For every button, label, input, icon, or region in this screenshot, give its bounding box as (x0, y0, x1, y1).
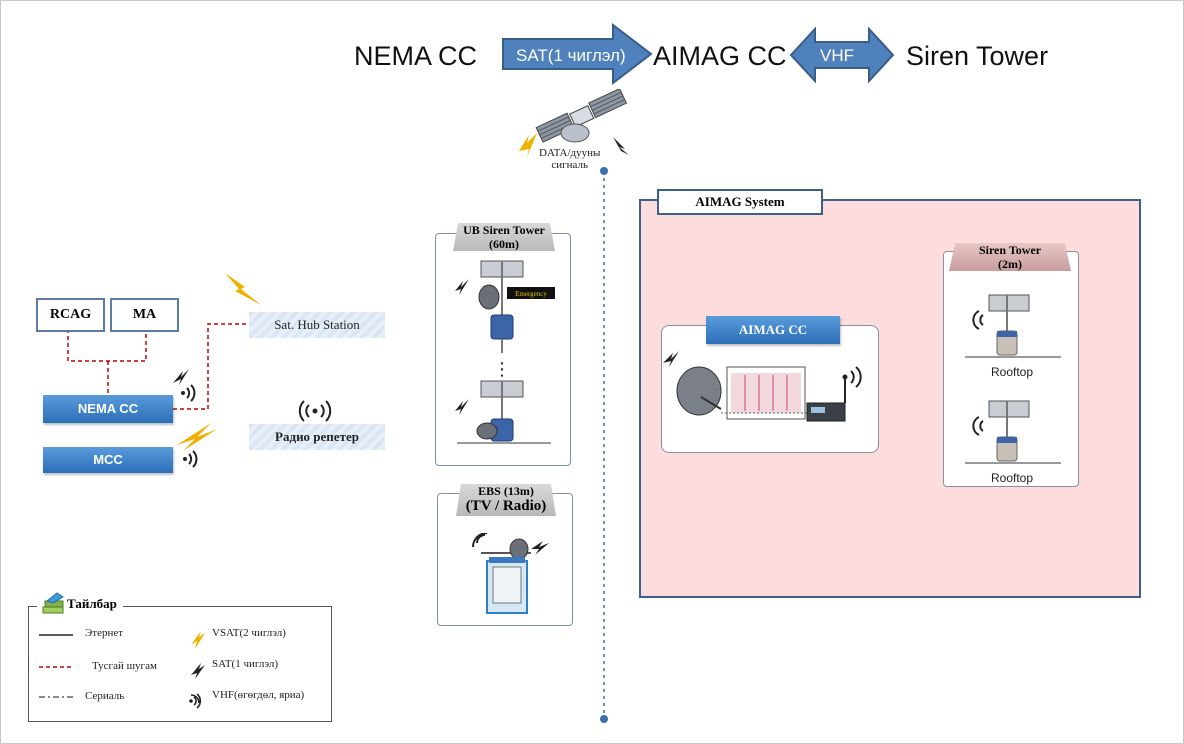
aimag-cc-bar: AIMAG CC (706, 316, 840, 344)
dedicated-line-rcag-ma (67, 329, 147, 397)
legend-box (28, 606, 332, 722)
rooftop-label-1: Rooftop (990, 365, 1034, 379)
legend-item-ethernet: Этернет (85, 627, 124, 639)
legend-title: Тайлбар (67, 596, 117, 611)
legend-books-icon (42, 592, 64, 614)
legend-line-samples (39, 634, 73, 698)
rcag-box: RCAG (36, 298, 105, 332)
sat-hub-station: Sat. Hub Station (249, 312, 385, 338)
aimag-cc-equipment-graphic (663, 351, 862, 422)
vsat-vhf-icon-mcc (177, 423, 217, 468)
legend-item-vhf: VHF(өгөгдөл, яриа) (212, 689, 305, 701)
vhf-arrow-label: VHF (820, 46, 854, 65)
aimag-system-title: AIMAG System (657, 189, 823, 215)
divider-bottom-dot (600, 715, 608, 723)
lightning-icon (519, 133, 537, 157)
vsat-lightning-icon (225, 273, 261, 305)
ub-siren-tower-title: UB Siren Tower (60m) (453, 223, 555, 251)
header-nema-cc: NEMA CC (354, 41, 478, 71)
legend-header: Тайлбар (37, 591, 123, 617)
siren-tower-title: Siren Tower (2m) (949, 243, 1071, 271)
legend-sat-icon (191, 663, 205, 679)
ebs-title: EBS (13m) (TV / Radio) (456, 484, 556, 516)
header-siren-tower: Siren Tower (906, 41, 1049, 71)
header-aimag-cc: AIMAG CC (653, 41, 787, 71)
satellite-caption: DATA/дууны сигналь (539, 147, 601, 171)
vhf-arrow (789, 27, 895, 83)
radio-wave-icon (298, 400, 332, 422)
legend-item-dedicated: Тусгай шугам (92, 660, 157, 672)
rooftop-siren-2 (965, 400, 1061, 464)
mcc-bar: MCC (43, 447, 173, 473)
emergency-sign-text: Emergency (515, 290, 547, 298)
sat-arrow-label: SAT(1 чиглэл) (516, 46, 626, 65)
legend-vsat-icon (191, 631, 205, 649)
legend-icon-samples (189, 631, 205, 709)
ma-box: MA (110, 298, 179, 332)
sat-vhf-icon-nema (173, 369, 196, 402)
ellipsis-dots: ⋮ (493, 359, 511, 380)
legend-item-serial: Сериаль (85, 690, 125, 702)
lightning-dark-icon (613, 137, 629, 155)
divider-top-dot (600, 167, 608, 175)
legend-item-vsat: VSAT(2 чиглэл) (212, 627, 286, 639)
rooftop-siren-1 (965, 294, 1061, 358)
rooftop-label-2: Rooftop (990, 471, 1034, 485)
ub-siren-tower-graphic: Emergency ⋮ (455, 260, 555, 444)
nema-cc-bar: NEMA CC (43, 395, 173, 423)
legend-vhf-icon (189, 693, 202, 709)
radio-repeater: Радио репетер (249, 424, 385, 450)
dedicated-line-hub (173, 323, 249, 410)
sat-arrow (502, 23, 653, 85)
legend-item-sat: SAT(1 чиглэл) (212, 658, 279, 670)
satellite-icon (519, 89, 629, 157)
ebs-transmitter-graphic (472, 533, 549, 614)
